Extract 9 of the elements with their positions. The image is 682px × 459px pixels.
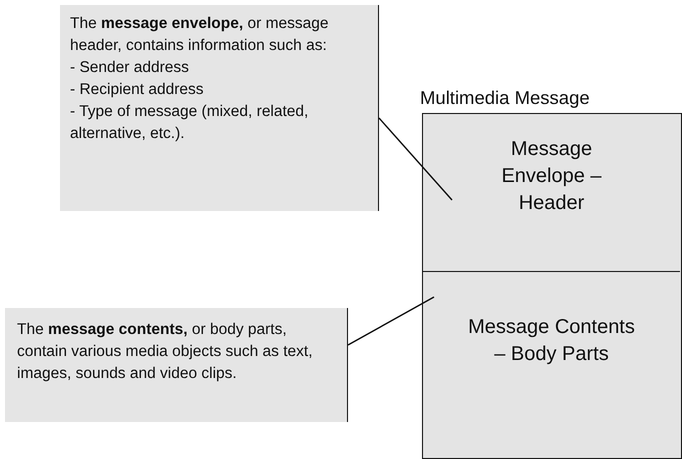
callout-text: The message envelope, or message header, contains information such as: - Sender address - Recipient address - Type of message (mixed, related, alternative, etc.). <box>70 14 330 144</box>
callout-box <box>5 308 348 422</box>
leader-line <box>348 296 434 346</box>
callout-box <box>60 5 379 211</box>
callout-text: The message contents, or body parts, contain various media objects such as text, images, sounds and video clips. <box>17 320 314 384</box>
box-title: Multimedia Message <box>420 87 590 109</box>
leader-line <box>378 118 453 200</box>
section-label: Message Contents – Body Parts <box>467 315 636 367</box>
section-label: Message Envelope – Header <box>500 137 603 216</box>
